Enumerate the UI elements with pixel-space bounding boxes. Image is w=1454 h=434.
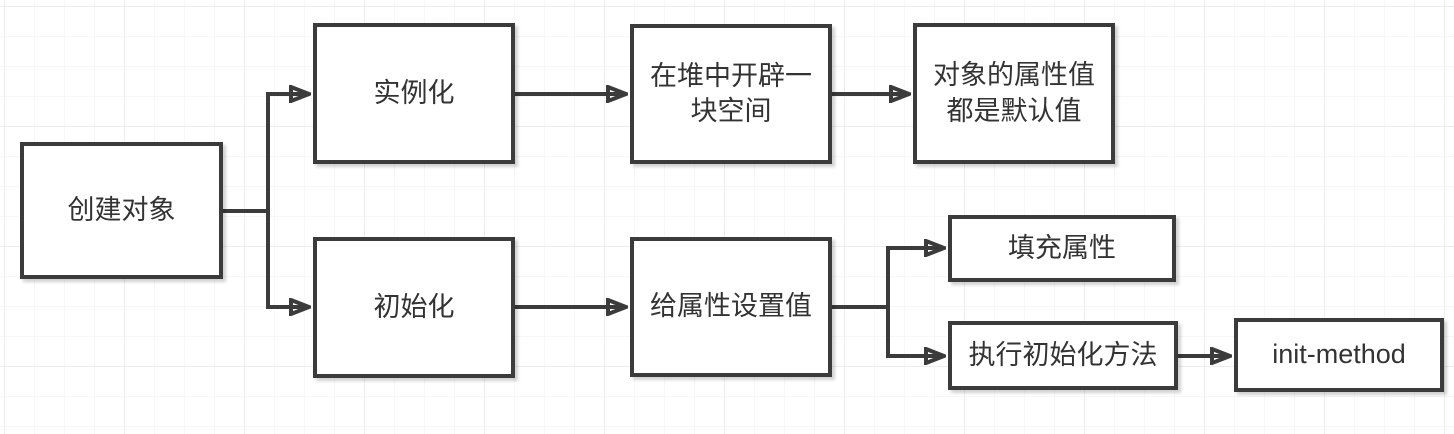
node-fill-props: 填充属性 [948, 215, 1176, 282]
node-create-object: 创建对象 [20, 142, 223, 279]
connector-create-to-initialize [266, 211, 309, 307]
node-set-values-label: 给属性设置值 [650, 291, 812, 322]
node-instantiate: 实例化 [313, 23, 515, 164]
connector-create-to-instantiate [266, 94, 309, 211]
node-init-method: init-method [1234, 318, 1444, 392]
node-heap-space-label: 在堆中开辟一块空间 [650, 60, 812, 126]
node-initialize: 初始化 [313, 237, 515, 378]
node-create-object-label: 创建对象 [67, 194, 176, 225]
node-initialize-label: 初始化 [373, 291, 455, 322]
node-init-method-label: init-method [1272, 339, 1406, 370]
node-exec-init-label: 执行初始化方法 [968, 339, 1158, 370]
node-instantiate-label: 实例化 [373, 77, 455, 108]
node-default-values-label: 对象的属性值都是默认值 [933, 60, 1095, 126]
node-exec-init: 执行初始化方法 [948, 321, 1178, 390]
connector-setvalues-to-fillprops [886, 248, 944, 307]
node-set-values: 给属性设置值 [630, 237, 832, 377]
node-heap-space: 在堆中开辟一块空间 [630, 24, 832, 164]
connector-setvalues-to-execinit [886, 307, 944, 356]
node-fill-props-label: 填充属性 [1008, 232, 1116, 263]
node-default-values: 对象的属性值都是默认值 [913, 23, 1115, 164]
